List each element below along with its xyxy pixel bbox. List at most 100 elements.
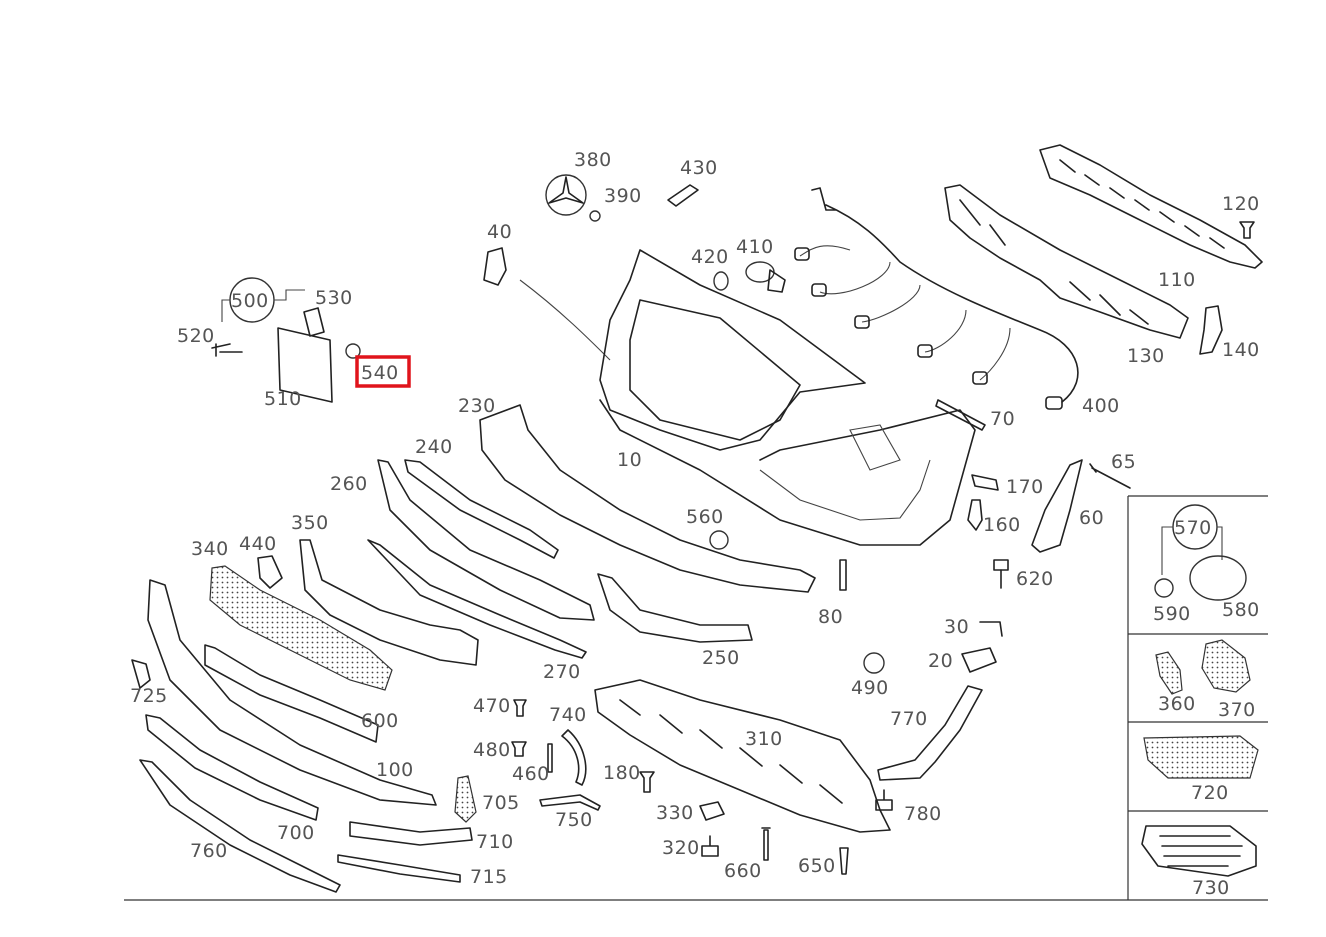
part-320-nut[interactable] — [701, 835, 719, 857]
part-80-pin[interactable] — [839, 559, 847, 591]
label-230[interactable]: 230 — [458, 395, 496, 417]
label-10[interactable]: 10 — [617, 449, 642, 471]
label-410[interactable]: 410 — [736, 236, 774, 258]
part-310-underbody-panel[interactable] — [594, 679, 891, 833]
label-390[interactable]: 390 — [604, 185, 642, 207]
label-470[interactable]: 470 — [473, 695, 511, 717]
part-430-clip[interactable] — [667, 184, 699, 207]
part-490-grommet[interactable] — [863, 652, 885, 674]
label-480[interactable]: 480 — [473, 739, 511, 761]
label-740[interactable]: 740 — [549, 704, 587, 726]
part-260-trim[interactable] — [377, 459, 595, 621]
part-715-strip[interactable] — [337, 854, 461, 883]
part-140-bracket[interactable] — [1199, 305, 1223, 355]
part-740-trim[interactable] — [561, 729, 587, 786]
label-360[interactable]: 360 — [1158, 693, 1196, 715]
label-510[interactable]: 510 — [264, 388, 302, 410]
part-650-pin[interactable] — [839, 847, 849, 875]
part-160-clip[interactable] — [967, 499, 983, 531]
part-100-lower-panel[interactable] — [147, 579, 437, 806]
part-480-clip[interactable] — [511, 741, 527, 757]
label-590[interactable]: 590 — [1153, 603, 1191, 625]
part-270-trim[interactable] — [367, 539, 587, 659]
part-600-strip[interactable] — [204, 644, 379, 743]
label-240[interactable]: 240 — [415, 436, 453, 458]
label-710[interactable]: 710 — [476, 831, 514, 853]
label-520[interactable]: 520 — [177, 325, 215, 347]
label-620[interactable]: 620 — [1016, 568, 1054, 590]
part-500-plate-holder[interactable] — [211, 277, 361, 403]
part-380-star-emblem[interactable] — [545, 174, 587, 216]
label-715[interactable]: 715 — [470, 866, 508, 888]
part-400-wiring-harness[interactable] — [794, 187, 1079, 410]
label-20[interactable]: 20 — [928, 650, 953, 672]
label-400[interactable]: 400 — [1082, 395, 1120, 417]
part-660-pin[interactable] — [761, 827, 771, 861]
part-10-bumper-shell[interactable] — [599, 249, 976, 546]
part-65-screw[interactable] — [1089, 463, 1131, 489]
part-130-carrier[interactable] — [944, 184, 1189, 339]
part-570-cover-set[interactable] — [1154, 504, 1247, 601]
part-120-clip[interactable] — [1239, 221, 1255, 239]
label-40[interactable]: 40 — [487, 221, 512, 243]
part-390-ring[interactable] — [589, 210, 601, 222]
label-320[interactable]: 320 — [662, 837, 700, 859]
part-170-clip[interactable] — [971, 474, 999, 491]
part-240-trim-strip[interactable] — [404, 459, 559, 559]
label-580[interactable]: 580 — [1222, 599, 1260, 621]
label-770[interactable]: 770 — [890, 708, 928, 730]
label-170[interactable]: 170 — [1006, 476, 1044, 498]
label-530[interactable]: 530 — [315, 287, 353, 309]
label-500[interactable]: 500 — [231, 290, 269, 312]
label-420[interactable]: 420 — [691, 246, 729, 268]
part-620-bolt[interactable] — [993, 559, 1009, 589]
label-725[interactable]: 725 — [130, 685, 168, 707]
label-250[interactable]: 250 — [702, 647, 740, 669]
label-370[interactable]: 370 — [1218, 699, 1256, 721]
label-730[interactable]: 730 — [1192, 877, 1230, 899]
part-60-bracket[interactable] — [1031, 459, 1083, 553]
part-470-clip[interactable] — [513, 699, 527, 717]
label-130[interactable]: 130 — [1127, 345, 1165, 367]
label-660[interactable]: 660 — [724, 860, 762, 882]
part-710-strip[interactable] — [349, 821, 473, 846]
part-560-ring[interactable] — [709, 530, 729, 550]
part-780-bolt[interactable] — [875, 789, 893, 811]
label-65[interactable]: 65 — [1111, 451, 1136, 473]
label-330[interactable]: 330 — [656, 802, 694, 824]
part-700-strip[interactable] — [145, 714, 319, 821]
part-110-reinforcement[interactable] — [1039, 144, 1263, 269]
label-460[interactable]: 460 — [512, 763, 550, 785]
label-540[interactable]: 540 — [361, 362, 399, 384]
part-30-screw[interactable] — [979, 621, 1003, 637]
part-440-clip[interactable] — [257, 555, 283, 589]
part-360-insert[interactable] — [1155, 651, 1183, 695]
label-490[interactable]: 490 — [851, 677, 889, 699]
label-570[interactable]: 570 — [1174, 517, 1212, 539]
part-420-ring[interactable] — [713, 271, 729, 291]
part-770-deflector[interactable] — [877, 685, 983, 781]
part-250-trim[interactable] — [597, 573, 753, 643]
part-760-strip[interactable] — [139, 759, 341, 893]
label-310[interactable]: 310 — [745, 728, 783, 750]
label-705[interactable]: 705 — [482, 792, 520, 814]
label-120[interactable]: 120 — [1222, 193, 1260, 215]
label-70[interactable]: 70 — [990, 408, 1015, 430]
part-20-cap[interactable] — [961, 647, 997, 673]
label-80[interactable]: 80 — [818, 606, 843, 628]
part-720-mesh[interactable] — [1143, 735, 1259, 779]
label-700[interactable]: 700 — [277, 822, 315, 844]
label-270[interactable]: 270 — [543, 661, 581, 683]
label-160[interactable]: 160 — [983, 514, 1021, 536]
label-30[interactable]: 30 — [944, 616, 969, 638]
label-650[interactable]: 650 — [798, 855, 836, 877]
part-750-strip[interactable] — [539, 794, 601, 811]
label-60[interactable]: 60 — [1079, 507, 1104, 529]
part-370-insert[interactable] — [1201, 639, 1251, 693]
label-430[interactable]: 430 — [680, 157, 718, 179]
label-780[interactable]: 780 — [904, 803, 942, 825]
part-705-insert[interactable] — [454, 775, 477, 823]
label-100[interactable]: 100 — [376, 759, 414, 781]
part-410-sensor[interactable] — [745, 261, 786, 293]
part-350-grille[interactable] — [299, 539, 479, 666]
